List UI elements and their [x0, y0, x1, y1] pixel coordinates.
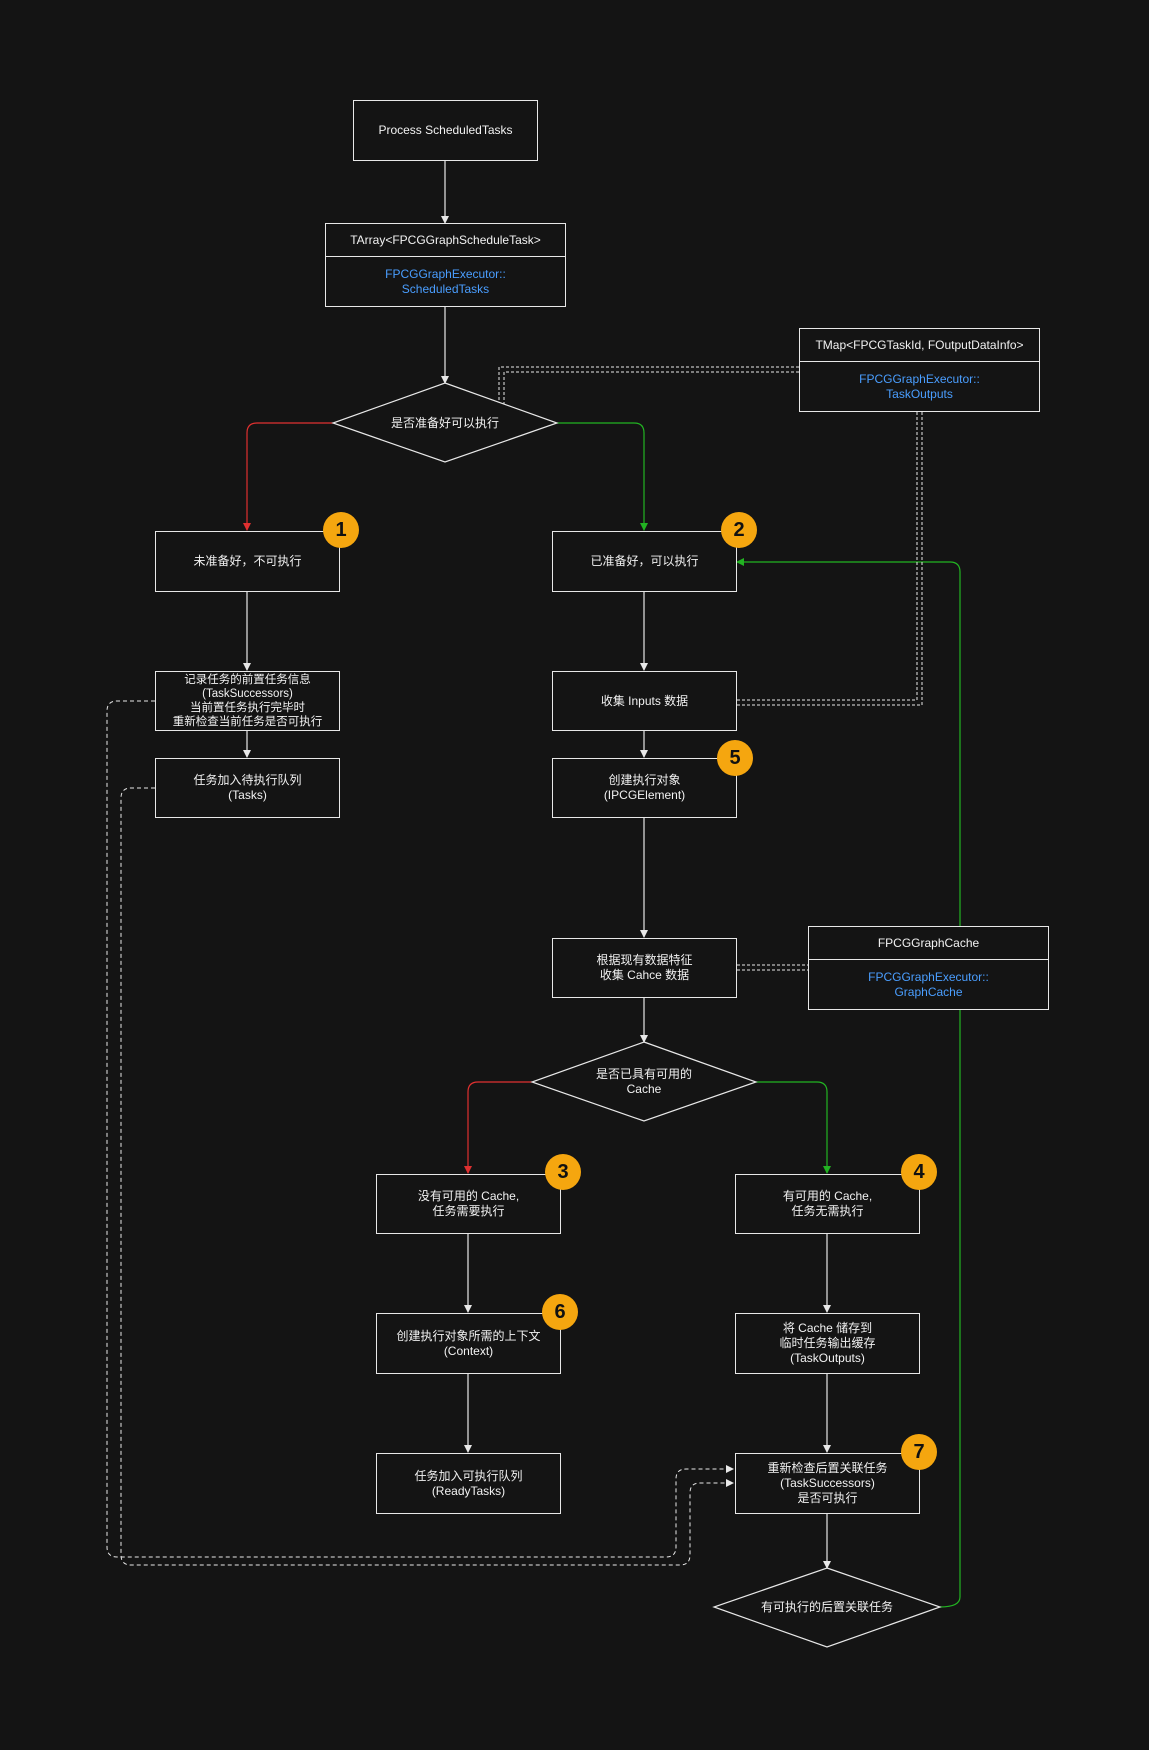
step-badge-6: 6 [542, 1294, 578, 1330]
arrow-loop-back-to-ready [736, 558, 961, 1608]
node-add-to-ready-queue[interactable]: 任务加入可执行队列 (ReadyTasks) [376, 1453, 561, 1514]
arrow-not-ready-branch [243, 422, 333, 531]
node-create-exec-object[interactable]: 创建执行对象 (IPCGElement) [552, 758, 737, 818]
arrow-addwait-to-recheck [120, 787, 734, 1566]
step-badge-4: 4 [901, 1154, 937, 1190]
decision-has-successors: 有可执行的后置关联任务 [760, 1599, 893, 1614]
arrow-ready-branch [557, 422, 648, 531]
decision-has-cache-shape [530, 1041, 758, 1122]
step-badge-3: 3 [545, 1154, 581, 1190]
arrow-record-to-recheck [106, 700, 734, 1558]
table-graph-cache-body: FPCGGraphExecutor:: GraphCache [868, 970, 989, 999]
decision-has-cache: 是否已具有可用的 Cache [595, 1067, 692, 1096]
node-has-cache[interactable]: 有可用的 Cache, 任务无需执行 [735, 1174, 920, 1234]
decision-is-ready-shape [331, 382, 559, 463]
node-create-context[interactable]: 创建执行对象所需的上下文 (Context) [376, 1313, 561, 1374]
node-store-cache[interactable]: 将 Cache 储存到 临时任务输出缓存 (TaskOutputs) [735, 1313, 920, 1374]
arrow-has-cache-branch [756, 1081, 831, 1174]
node-process-scheduled-tasks[interactable]: Process ScheduledTasks [353, 100, 538, 161]
table-scheduled-tasks-header: TArray<FPCGGraphScheduleTask> [326, 224, 565, 257]
main-flow-arrows [243, 161, 831, 1569]
table-graph-cache-header: FPCGGraphCache [809, 927, 1048, 960]
node-collect-cache[interactable]: 根据现有数据特征 收集 Cahce 数据 [552, 938, 737, 998]
step-badge-5: 5 [717, 740, 753, 776]
table-task-outputs[interactable]: TMap<FPCGTaskId, FOutputDataInfo> FPCGGr… [799, 328, 1040, 412]
dashed-queue-links [106, 700, 734, 1566]
node-collect-inputs[interactable]: 收集 Inputs 数据 [552, 671, 737, 731]
table-task-outputs-header: TMap<FPCGTaskId, FOutputDataInfo> [800, 329, 1039, 362]
table-graph-cache[interactable]: FPCGGraphCache FPCGGraphExecutor:: Graph… [808, 926, 1049, 1010]
dashed-data-links [498, 366, 923, 971]
step-badge-2: 2 [721, 512, 757, 548]
step-badge-1: 1 [323, 512, 359, 548]
node-add-to-wait-queue[interactable]: 任务加入待执行队列 (Tasks) [155, 758, 340, 818]
decision-has-successors-shape [712, 1567, 942, 1648]
node-not-ready[interactable]: 未准备好，不可执行 [155, 531, 340, 592]
node-no-cache[interactable]: 没有可用的 Cache, 任务需要执行 [376, 1174, 561, 1234]
node-record-predecessors[interactable]: 记录任务的前置任务信息 (TaskSuccessors) 当前置任务执行完毕时 … [155, 671, 340, 731]
table-scheduled-tasks-body: FPCGGraphExecutor:: ScheduledTasks [385, 267, 506, 296]
decision-is-ready: 是否准备好可以执行 [390, 415, 499, 430]
node-recheck-successors[interactable]: 重新检查后置关联任务 (TaskSuccessors) 是否可执行 [735, 1453, 920, 1514]
arrow-no-cache-branch [464, 1081, 532, 1174]
node-ready[interactable]: 已准备好，可以执行 [552, 531, 737, 592]
step-badge-7: 7 [901, 1434, 937, 1470]
table-scheduled-tasks[interactable]: TArray<FPCGGraphScheduleTask> FPCGGraphE… [325, 223, 566, 307]
table-task-outputs-body: FPCGGraphExecutor:: TaskOutputs [859, 372, 980, 401]
